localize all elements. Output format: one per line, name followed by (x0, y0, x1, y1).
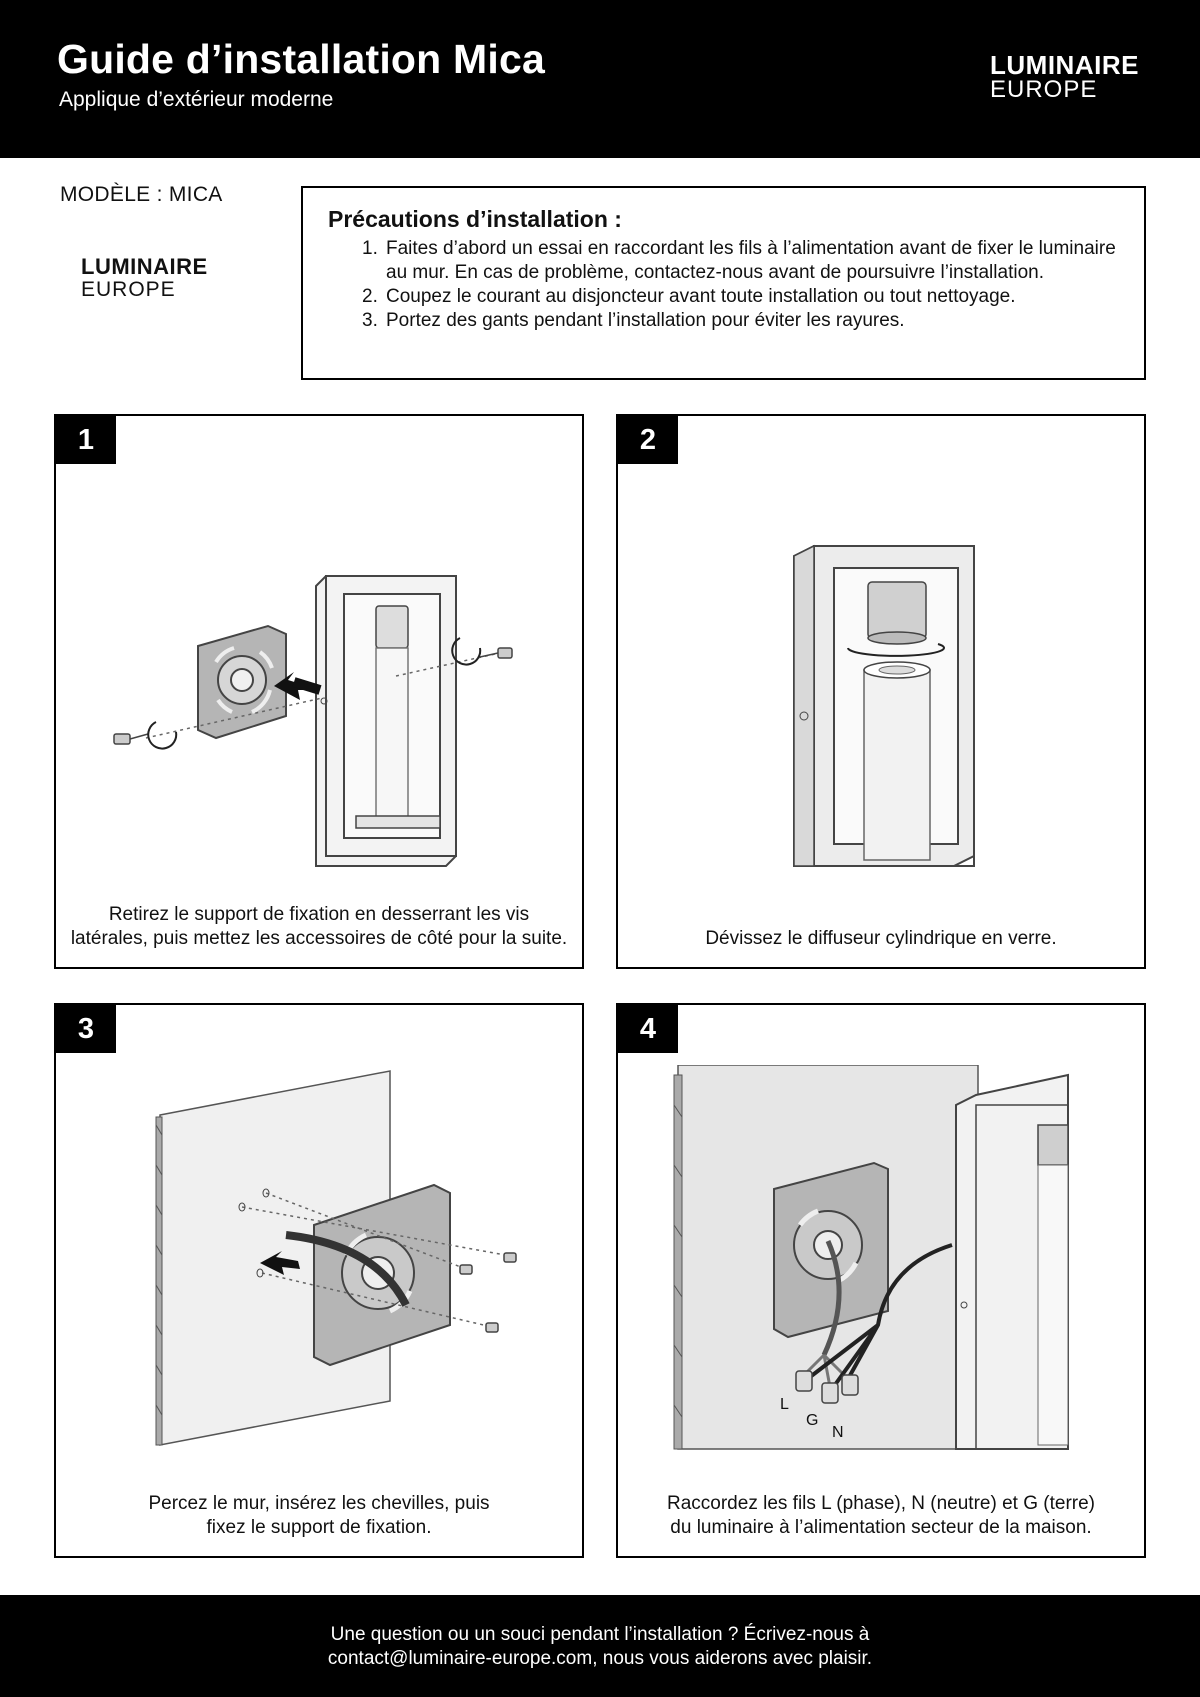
diffuser-removal-illustration (793, 544, 975, 867)
step-caption: Dévissez le diffuseur cylindrique en ver… (622, 927, 1140, 951)
precaution-text: Coupez le courant au disjoncteur avant t… (386, 286, 1016, 307)
brand-sub: EUROPE (990, 76, 1098, 103)
step-3-panel: 3 Percez le mur, insérez les chevilles, … (54, 1003, 584, 1558)
precaution-number: 1. (362, 238, 378, 259)
step-number-badge: 4 (618, 1005, 678, 1053)
step-4-panel: 4 L G N Raccordez les fils L (phase), N (616, 1003, 1146, 1558)
precaution-number: 2. (362, 286, 378, 307)
step-number-badge: 2 (618, 416, 678, 464)
step-2-panel: 2 Dévissez le diffuseur cylindrique en v… (616, 414, 1146, 969)
bracket-removal-illustration (113, 575, 513, 867)
precautions-list: 1. Faites d’abord un essai en raccordant … (328, 237, 1120, 333)
drill-mount-illustration (155, 1070, 517, 1446)
caption-line: Percez le mur, insérez les chevilles, pu… (148, 1493, 490, 1514)
precautions-title: Précautions d’installation : (328, 206, 622, 232)
step-caption: Percez le mur, insérez les chevilles, pu… (60, 1492, 578, 1540)
step-caption: Retirez le support de fixation en desser… (60, 903, 578, 951)
page-subtitle: Applique d’extérieur moderne (59, 88, 334, 111)
side-brand-sub: EUROPE (81, 278, 176, 301)
step-number-badge: 1 (56, 416, 116, 464)
model-label: MODÈLE : MICA (60, 183, 223, 206)
precaution-number: 3. (362, 310, 378, 331)
caption-line: Retirez le support de fixation en desser… (108, 904, 530, 925)
page-title: Guide d’installation Mica (57, 36, 545, 82)
caption-line: latérales, puis mettez les accessoires d… (70, 928, 568, 949)
step-caption: Raccordez les fils L (phase), N (neutre)… (622, 1492, 1140, 1540)
header-brand-logo: LUMINAIRE EUROPE (990, 52, 1139, 102)
side-brand-name: LUMINAIRE (81, 254, 208, 279)
precaution-text: Faites d’abord un essai en raccordant le… (386, 238, 1116, 283)
side-brand-logo: LUMINAIRE EUROPE (81, 254, 208, 301)
wire-label-g: G (806, 1412, 818, 1429)
brand-name: LUMINAIRE (990, 50, 1139, 80)
caption-line: du luminaire à l’alimentation secteur de… (670, 1517, 1092, 1538)
wiring-illustration: L G N (673, 1065, 1069, 1450)
step-1-panel: 1 Retirez le suppor (54, 414, 584, 969)
precaution-item: 2. Coupez le courant au disjoncteur avant… (328, 285, 1120, 309)
caption-line: Dévissez le diffuseur cylindrique en ver… (705, 928, 1057, 949)
wire-label-l: L (780, 1396, 789, 1413)
footer-banner: Une question ou un souci pendant l’insta… (0, 1595, 1200, 1697)
header-banner: Guide d’installation Mica Applique d’ext… (0, 0, 1200, 158)
precaution-item: 1. Faites d’abord un essai en raccordant … (328, 237, 1120, 285)
precaution-text: Portez des gants pendant l’installation … (386, 310, 905, 331)
precautions-box: Précautions d’installation : 1. Faites d’… (301, 186, 1146, 380)
wire-label-n: N (832, 1424, 844, 1441)
precaution-item: 3. Portez des gants pendant l’installatio… (328, 309, 1120, 333)
footer-contact-line: contact@luminaire-europe.com, nous vous … (327, 1648, 873, 1669)
caption-line: fixez le support de fixation. (206, 1517, 432, 1538)
footer-line: Une question ou un souci pendant l’insta… (330, 1624, 870, 1645)
step-number-badge: 3 (56, 1005, 116, 1053)
caption-line: Raccordez les fils L (phase), N (neutre)… (667, 1493, 1095, 1514)
